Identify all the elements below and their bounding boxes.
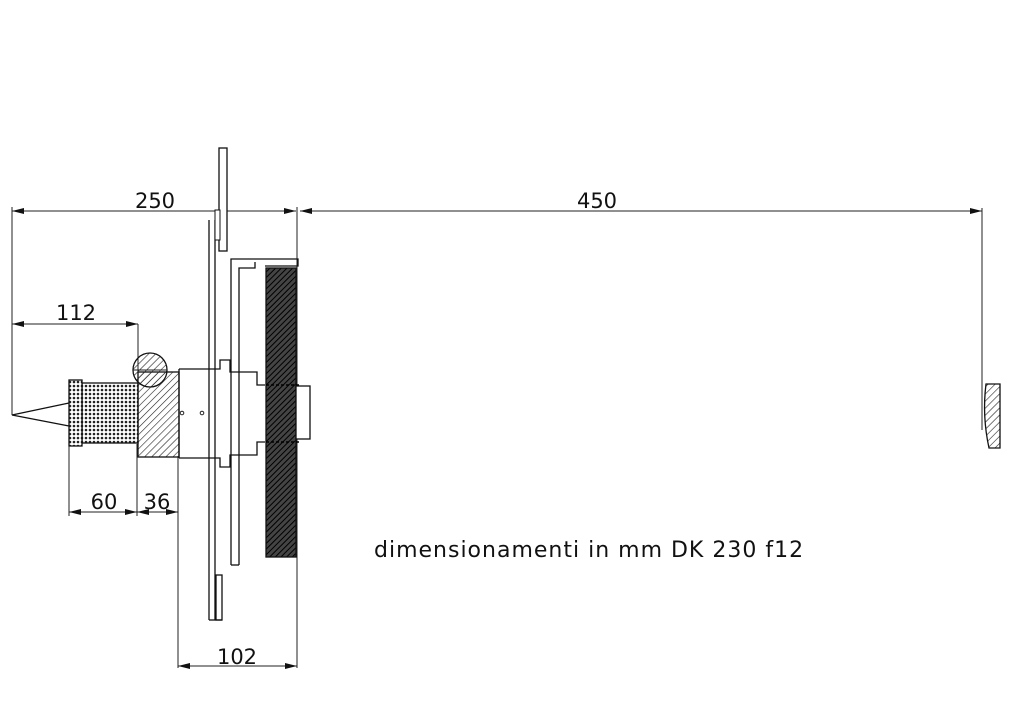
guard-plate	[208, 147, 228, 621]
dimension-label: 60	[91, 490, 118, 514]
dimension-label: 112	[56, 301, 96, 325]
drawing-caption: dimensionamenti in mm DK 230 f12	[374, 538, 804, 563]
hatched-body	[137, 371, 180, 458]
dimension-label: 250	[135, 189, 175, 213]
wheel-hub	[295, 385, 311, 440]
dimension-450: 450	[300, 189, 983, 430]
spindle-housing	[178, 359, 265, 468]
dimension-label: 36	[144, 490, 171, 514]
knurled-handle	[81, 382, 139, 444]
dimension-label: 102	[217, 645, 257, 669]
dimension-102: 102	[178, 645, 297, 669]
dimension-36: 36	[137, 490, 178, 515]
handle-flange	[68, 379, 83, 447]
cone-tip	[11, 402, 70, 427]
dimension-60: 60	[69, 490, 137, 515]
dimension-112: 112	[12, 301, 139, 372]
wheel-guard	[230, 258, 299, 566]
dimension-250: 250	[12, 189, 296, 214]
dimension-label: 450	[577, 189, 617, 213]
workpiece	[983, 383, 1001, 449]
grinding-wheel	[265, 267, 297, 558]
